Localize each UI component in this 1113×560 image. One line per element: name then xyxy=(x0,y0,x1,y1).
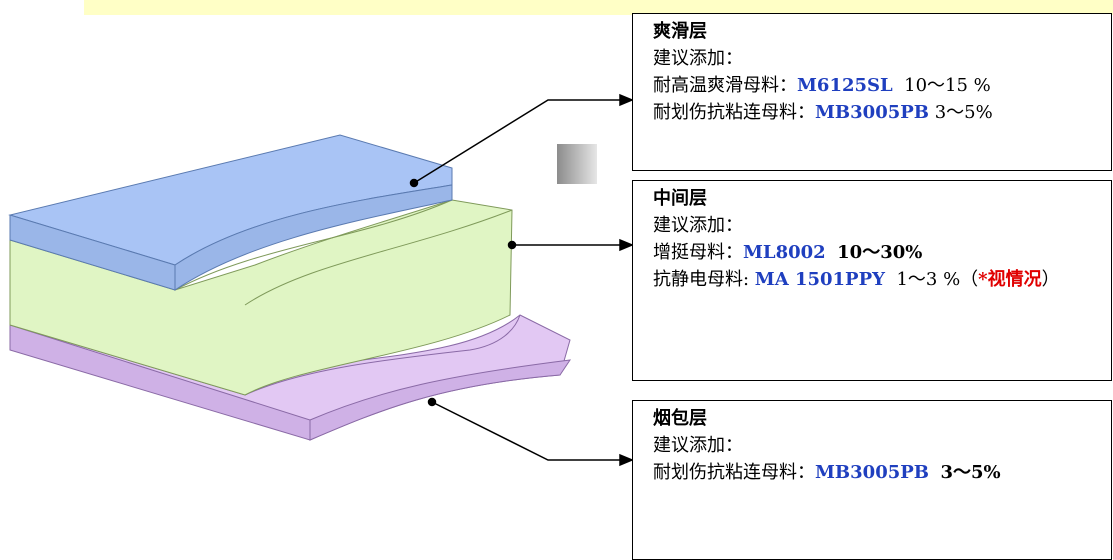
additive-name: 耐划伤抗粘连母料： xyxy=(653,462,815,483)
note-close: ） xyxy=(1041,269,1060,290)
additive-name: 耐高温爽滑母料： xyxy=(653,75,797,96)
additive-line: 耐高温爽滑母料：M6125SL 10～15 % xyxy=(653,72,1101,99)
callout-middle-layer: 中间层 建议添加： 增挺母料：ML8002 10～30% 抗静电母料: MA 1… xyxy=(632,180,1112,381)
additive-amount: 3～5% xyxy=(940,462,1001,483)
layer-subtitle: 建议添加： xyxy=(653,215,743,236)
callout-bottom-layer: 烟包层 建议添加： 耐划伤抗粘连母料：MB3005PB 3～5% xyxy=(632,400,1112,560)
additive-amount: 10～30% xyxy=(837,242,923,263)
layer-subtitle: 建议添加： xyxy=(653,435,743,456)
additive-code: MA 1501PPY xyxy=(754,269,885,290)
additive-line: 增挺母料：ML8002 10～30% xyxy=(653,239,1101,266)
additive-code: ML8002 xyxy=(743,242,826,263)
middle-layer-shape xyxy=(9,199,513,396)
callout-top-layer: 爽滑层 建议添加： 耐高温爽滑母料：M6125SL 10～15 % 耐划伤抗粘连… xyxy=(632,13,1112,171)
conditional-note: *视情况 xyxy=(978,269,1042,290)
additive-name: 增挺母料： xyxy=(653,242,743,263)
layer-subtitle: 建议添加： xyxy=(653,48,743,69)
top-highlight-band xyxy=(84,0,1113,15)
connector-bottom xyxy=(427,397,634,467)
additive-code: MB3005PB xyxy=(815,102,929,123)
connector-middle xyxy=(507,238,634,252)
layer-title: 烟包层 xyxy=(653,408,707,429)
additive-name: 耐划伤抗粘连母料： xyxy=(653,102,815,123)
layer-title: 中间层 xyxy=(653,188,707,209)
connector-top xyxy=(409,93,634,188)
additive-amount: 1～3 %（ xyxy=(896,269,979,290)
additive-line: 耐划伤抗粘连母料：MB3005PB 3～5% xyxy=(653,459,1101,486)
additive-code: MB3005PB xyxy=(815,462,929,483)
additive-name: 抗静电母料: xyxy=(653,269,755,290)
additive-amount: 10～15 % xyxy=(904,75,991,96)
additive-line: 耐划伤抗粘连母料：MB3005PB 3～5% xyxy=(653,99,1101,126)
layer-title: 爽滑层 xyxy=(653,21,707,42)
additive-code: M6125SL xyxy=(797,75,893,96)
gradient-square xyxy=(557,144,597,184)
additive-line: 抗静电母料: MA 1501PPY 1～3 %（*视情况） xyxy=(653,266,1105,293)
additive-amount: 3～5% xyxy=(934,102,993,123)
top-layer-shape xyxy=(8,134,453,291)
